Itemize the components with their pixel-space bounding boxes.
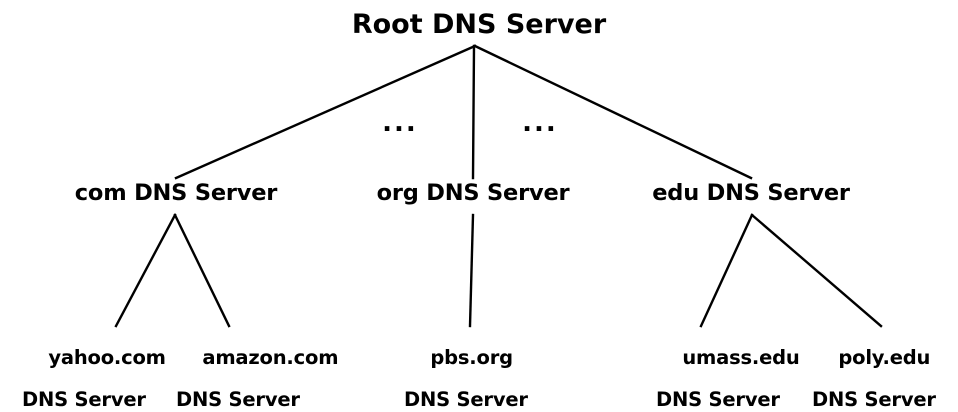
edge-edu-to-umass [699,213,754,328]
edge-root-to-com [174,44,477,180]
ellipsis-right: ... [522,108,558,138]
tld-node-com: com DNS Server [74,180,278,206]
leaf-role-amazon: DNS Server [176,388,300,412]
leaf-node-pbs: pbs.org DNS Server [404,326,528,412]
leaf-name-amazon: amazon.com [202,346,339,370]
edge-root-to-org [471,44,476,180]
root-dns-server-node: Root DNS Server [351,9,607,40]
leaf-role-pbs: DNS Server [404,388,528,412]
leaf-role-poly: DNS Server [812,388,936,412]
leaf-name-pbs: pbs.org [430,346,513,370]
leaf-name-yahoo: yahoo.com [48,346,166,370]
leaf-node-yahoo: yahoo.com DNS Server [22,326,166,412]
leaf-node-amazon: amazon.com DNS Server [176,326,339,412]
edge-edu-to-poly [750,213,883,328]
leaf-role-yahoo: DNS Server [22,388,146,412]
leaf-name-poly: poly.edu [838,346,931,370]
leaf-name-umass: umass.edu [682,346,800,370]
leaf-node-umass: umass.edu DNS Server [656,326,800,412]
edge-root-to-edu [473,44,753,180]
edge-com-to-yahoo [114,213,177,328]
tld-node-edu: edu DNS Server [652,180,850,206]
leaf-role-umass: DNS Server [656,388,780,412]
leaf-node-poly: poly.edu DNS Server [812,326,936,412]
edge-org-to-pbs [468,213,475,328]
tld-node-org: org DNS Server [376,180,570,206]
ellipsis-left: ... [382,108,418,138]
edge-com-to-amazon [173,213,231,328]
